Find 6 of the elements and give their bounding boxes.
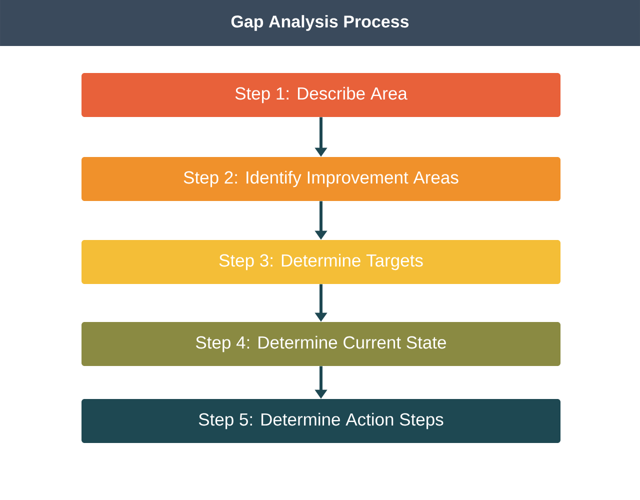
step-box: Step 5: Determine Action Steps — [82, 399, 560, 443]
title-bar: Gap Analysis Process — [0, 0, 640, 46]
step-box: Step 4: Determine Current State — [82, 322, 560, 366]
step-box: Step 2: Identify Improvement Areas — [82, 157, 560, 201]
step-box: Step 3: Determine Targets — [82, 240, 560, 284]
step-box: Step 1: Describe Area — [82, 73, 560, 117]
